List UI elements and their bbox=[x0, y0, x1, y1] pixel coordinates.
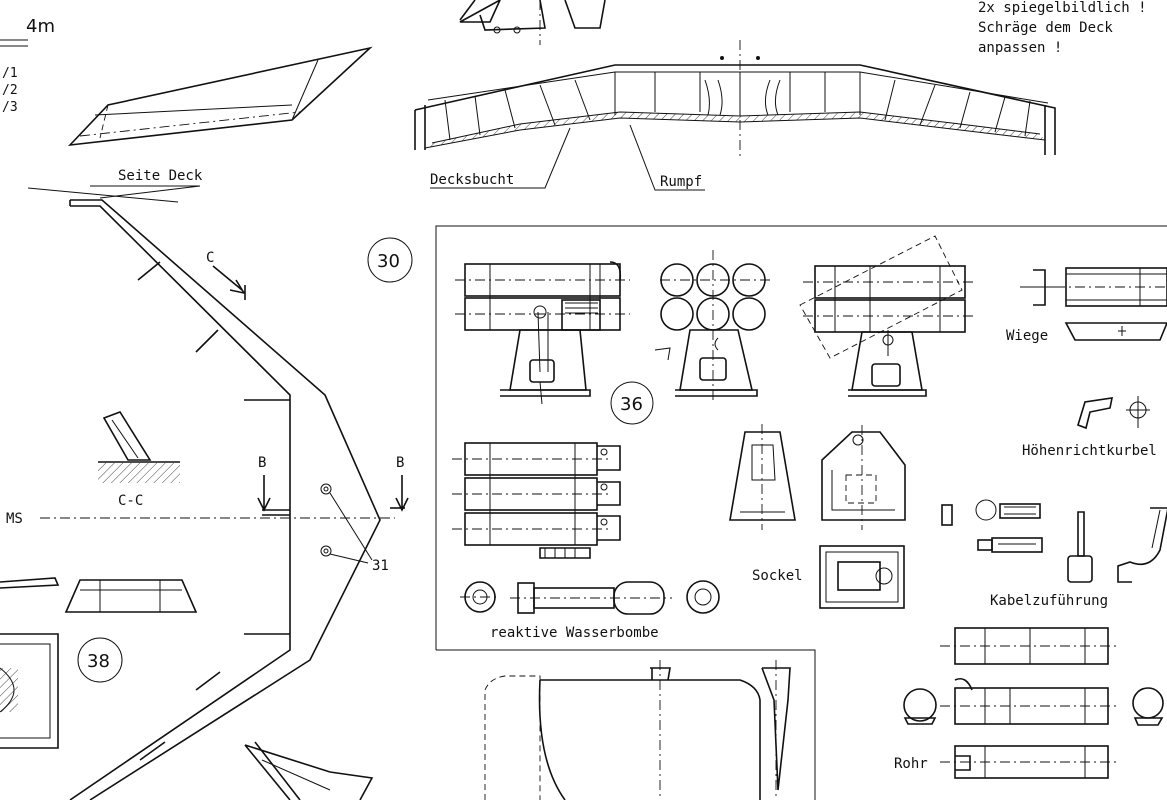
part-38-label: 38 bbox=[87, 651, 110, 672]
bottom-left-parts: 38 30 bbox=[0, 237, 413, 749]
tank-part bbox=[436, 649, 816, 800]
kabelzufuehrung-label: Kabelzuführung bbox=[990, 593, 1108, 609]
launcher-tilted-view bbox=[799, 235, 975, 397]
rumpf-label: Rumpf bbox=[660, 174, 702, 190]
scale-label: 4m bbox=[26, 16, 55, 37]
sockel-parts: Sockel bbox=[729, 424, 906, 609]
launcher-frame bbox=[435, 225, 1167, 650]
decksbucht-label: Decksbucht bbox=[430, 172, 514, 188]
section-c-label: C bbox=[206, 250, 214, 266]
section-b-right: B bbox=[396, 455, 404, 471]
scale-marker: 4m /1 /2 /3 bbox=[0, 16, 55, 115]
sockel-label: Sockel bbox=[752, 568, 803, 584]
section-cc-label: C-C bbox=[118, 493, 143, 509]
part-31-label: 31 bbox=[372, 558, 389, 574]
deck-bay-labels: Decksbucht Rumpf bbox=[430, 124, 705, 191]
wasserbombe-parts: reaktive Wasserbombe bbox=[460, 580, 720, 641]
kabel-parts: Kabelzuführung bbox=[941, 499, 1167, 609]
scale-item-1: /1 bbox=[2, 66, 18, 81]
mirror-note: 2x spiegelbildlich ! Schräge dem Deck an… bbox=[978, 0, 1147, 56]
wiege-part: Wiege bbox=[1006, 267, 1167, 344]
scale-item-3: /3 bbox=[2, 100, 18, 115]
seite-deck-label: Seite Deck bbox=[118, 168, 203, 184]
deck-bay-part bbox=[414, 40, 1056, 160]
wasserbombe-label: reaktive Wasserbombe bbox=[490, 625, 659, 641]
scale-item-2: /2 bbox=[2, 83, 18, 98]
part-30-label: 30 bbox=[377, 251, 400, 272]
rohr-parts: Rohr bbox=[894, 627, 1164, 779]
hoehenrichtkurbel-label: Höhenrichtkurbel bbox=[1022, 443, 1157, 459]
part-36-marker bbox=[610, 381, 654, 425]
note-line-2: Schräge dem Deck bbox=[978, 20, 1113, 36]
tube-stack bbox=[452, 442, 621, 559]
section-b-left: B bbox=[258, 455, 266, 471]
kurbel-part: Höhenrichtkurbel bbox=[1022, 396, 1157, 459]
bottom-left-bracket bbox=[244, 741, 374, 800]
fin-part bbox=[67, 46, 373, 147]
note-line-3: anpassen ! bbox=[978, 40, 1062, 56]
bow-plan: Seite Deck 31 MS B B C C-C bbox=[6, 168, 409, 800]
rohr-label: Rohr bbox=[894, 756, 928, 772]
part-36-label: 36 bbox=[620, 394, 643, 415]
launcher-front-view bbox=[654, 250, 770, 400]
wiege-label: Wiege bbox=[1006, 328, 1048, 344]
note-line-1: 2x spiegelbildlich ! bbox=[978, 0, 1147, 16]
deck-bay-top-fragment bbox=[459, 0, 606, 45]
ms-label: MS bbox=[6, 511, 23, 527]
launcher-side-view bbox=[455, 261, 630, 405]
